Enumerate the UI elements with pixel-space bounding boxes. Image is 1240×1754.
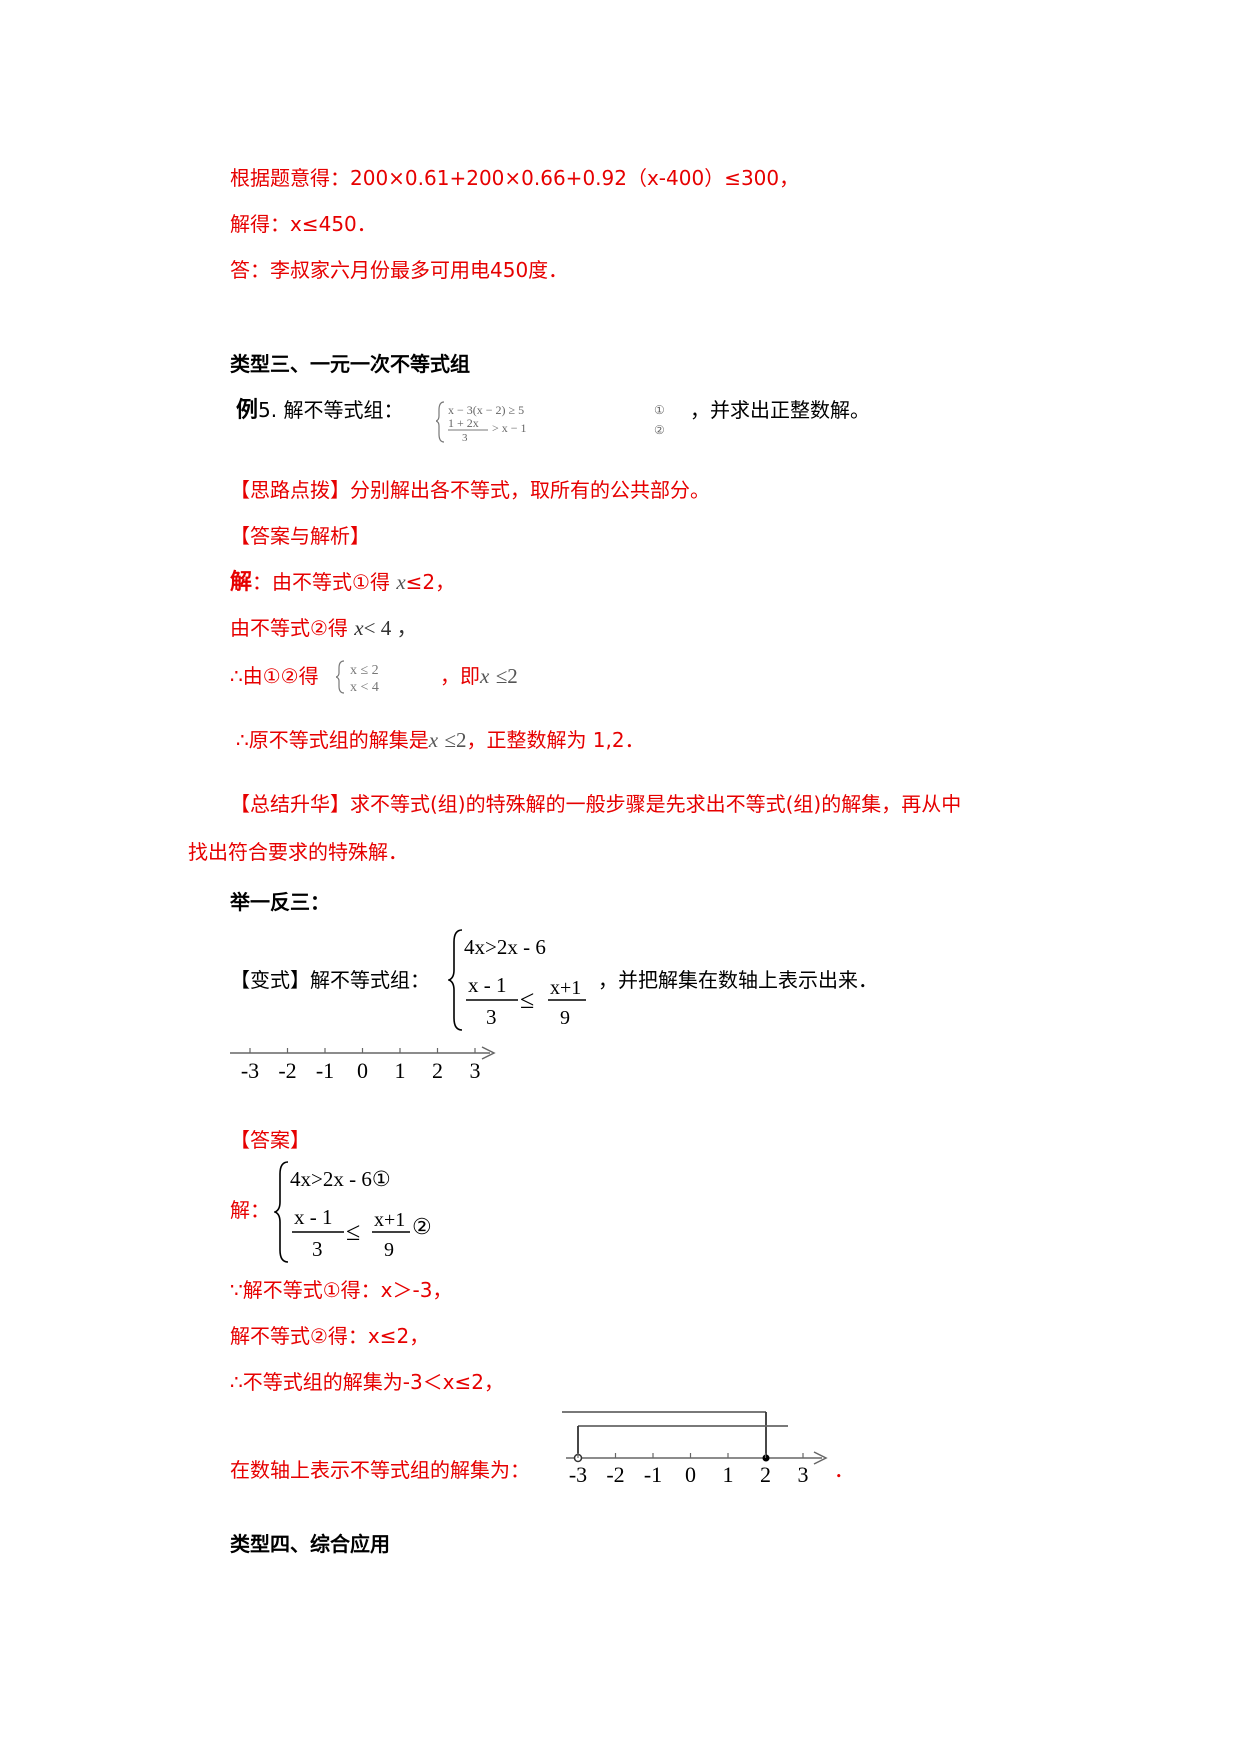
example-label: 5. 解不等式组： xyxy=(258,398,404,422)
axis-tick-label: 1 xyxy=(395,1058,406,1083)
hint-text: 【思路点拨】分别解出各不等式，取所有的公共部分。 xyxy=(230,478,710,502)
solution-text: ，正整数解为 1,2． xyxy=(466,728,645,752)
answer-jie: 解： xyxy=(230,1198,270,1222)
answer-den2: 9 xyxy=(384,1239,394,1261)
mark-2: ② xyxy=(654,423,665,437)
solution-line-1: 解：由不等式①得 x≤2， xyxy=(230,568,455,597)
axis-tick-label: 2 xyxy=(432,1058,443,1083)
math-x: x xyxy=(480,664,490,688)
axis-tick-label: 0 xyxy=(685,1462,696,1486)
axis-tick-label: -1 xyxy=(316,1058,334,1083)
solution-text: ≤2 xyxy=(444,728,467,752)
axis-tick-label: -3 xyxy=(569,1462,587,1486)
answer-den: 3 xyxy=(312,1237,323,1261)
variant-tail: ，并把解集在数轴上表示出来． xyxy=(598,968,878,992)
answer-relation: ≤ xyxy=(346,1217,360,1246)
system-line-2-rel: > x − 1 xyxy=(492,421,527,435)
solution-line-3: ∴由①②得 xyxy=(230,662,319,690)
system-line-2-num: 1 + 2x xyxy=(448,416,479,430)
variant-den2: 9 xyxy=(560,1007,570,1029)
axis-tick-label: 3 xyxy=(798,1462,809,1486)
example-line: 例5. 解不等式组： xyxy=(236,396,403,425)
answer-heading: 【答案与解析】 xyxy=(230,524,370,548)
solution-text: ≤2， xyxy=(405,570,456,594)
answer-heading: 【答案】 xyxy=(230,1128,310,1152)
solution-text: 由不等式②得 xyxy=(230,616,348,640)
axis-tick-label: -2 xyxy=(606,1462,624,1486)
math-x: x xyxy=(428,728,439,752)
axis-tick-label: 3 xyxy=(470,1058,481,1083)
solution-line-2: 由不等式②得 x< 4 ， xyxy=(230,614,417,642)
variant-num: x - 1 xyxy=(468,973,507,997)
number-line: -3 -2 -1 0 1 2 3 xyxy=(230,1046,496,1083)
step-1: ∵解不等式①得：x＞-3， xyxy=(230,1278,453,1302)
combined-line-1: x ≤ 2 xyxy=(350,663,379,678)
summary-line-2: 找出符合要求的特殊解． xyxy=(188,840,408,864)
summary-line-1: 【总结升华】求不等式(组)的特殊解的一般步骤是先求出不等式(组)的解集，再从中 xyxy=(230,792,962,816)
solution-number-line: -3 -2 -1 0 1 2 3 xyxy=(562,1411,828,1486)
step-4: 在数轴上表示不等式组的解集为： xyxy=(230,1458,530,1482)
variant-line-1: 4x>2x - 6 xyxy=(464,935,546,959)
axis-tick-label: 1 xyxy=(723,1462,734,1486)
text-line: 根据题意得：200×0.61+200×0.66+0.92（x-400）≤300， xyxy=(230,166,800,190)
system-line-1: x − 3(x − 2) ≥ 5 xyxy=(448,403,524,417)
mark-1: ① xyxy=(654,403,665,417)
math-x: x xyxy=(354,616,364,640)
combined-system: x ≤ 2 x < 4 xyxy=(336,660,379,695)
section-heading: 类型三、一元一次不等式组 xyxy=(230,352,470,376)
variant-den: 3 xyxy=(486,1005,497,1029)
answer-line-1: 4x>2x - 6① xyxy=(290,1167,391,1191)
answer-num: x - 1 xyxy=(294,1205,333,1229)
text-line: 答：李叔家六月份最多可用电450度． xyxy=(230,258,569,282)
solution-text: ：由不等式①得 xyxy=(252,570,390,594)
solution-text: < 4 ， xyxy=(363,616,418,640)
text-line: 解得：x≤450． xyxy=(230,212,377,236)
example-inequality-system: x − 3(x − 2) ≥ 5 1 + 2x 3 > x − 1 ① ② xyxy=(436,401,665,444)
example-number: 例 xyxy=(236,398,259,423)
section-heading: 类型四、综合应用 xyxy=(230,1532,390,1556)
step-2: 解不等式②得：x≤2， xyxy=(230,1324,430,1348)
step-3: ∴不等式组的解集为-3＜x≤2， xyxy=(230,1370,504,1394)
axis-tick-label: -3 xyxy=(241,1058,259,1083)
variant-relation: ≤ xyxy=(520,985,534,1014)
combined-line-2: x < 4 xyxy=(350,680,379,695)
axis-tick-label: 2 xyxy=(760,1462,771,1486)
solution-text: ∴由①②得 xyxy=(230,664,319,688)
variant-label: 【变式】解不等式组： xyxy=(230,968,430,992)
step-4-end: ． xyxy=(834,1458,854,1482)
system-line-2-den: 3 xyxy=(462,432,468,444)
solution-text: ，即 xyxy=(440,664,480,688)
solution-text: ∴原不等式组的解集是 xyxy=(236,728,429,752)
practice-heading: 举一反三： xyxy=(230,890,330,914)
solution-text: ≤2 xyxy=(495,664,518,688)
axis-tick-label: -1 xyxy=(644,1462,662,1486)
answer-mark-2: ② xyxy=(412,1214,432,1239)
axis-tick-label: 0 xyxy=(357,1058,368,1083)
solution-line-4: ∴原不等式组的解集是x ≤2，正整数解为 1,2． xyxy=(236,726,645,754)
answer-num2: x+1 xyxy=(374,1209,405,1231)
math-x: x xyxy=(396,570,406,594)
variant-num2: x+1 xyxy=(550,977,581,999)
solution-line-3b: ，即x ≤2 xyxy=(440,662,518,690)
variant-inequality-system: 4x>2x - 6 x - 1 3 ≤ x+1 9 xyxy=(448,929,586,1031)
example-tail: ，并求出正整数解。 xyxy=(690,398,870,422)
answer-inequality-system: 4x>2x - 6① x - 1 3 ≤ x+1 9 ② xyxy=(274,1161,432,1263)
solution-jie: 解 xyxy=(230,570,253,595)
axis-tick-label: -2 xyxy=(278,1058,296,1083)
